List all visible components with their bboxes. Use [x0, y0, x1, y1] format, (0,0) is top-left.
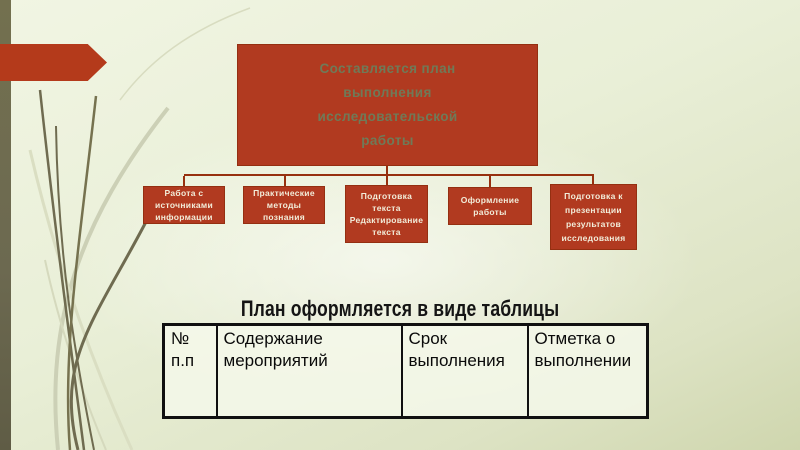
connector-drop-4: [489, 176, 491, 187]
plan-table-header-term: Срок выполнения: [400, 323, 529, 419]
table-section-title-wrap: План оформляется в виде таблицы: [0, 296, 800, 322]
connector-drop-2: [284, 176, 286, 186]
flowchart-child-box-4: Оформление работы: [448, 187, 532, 225]
flowchart-child-box-3: Подготовка текста Редактирование текста: [345, 185, 428, 243]
flowchart-child-box-1: Работа с источниками информации: [143, 186, 225, 224]
table-section-title: План оформляется в виде таблицы: [240, 296, 560, 321]
connector-root-stub: [386, 165, 388, 175]
flowchart-child-box-5: Подготовка к презентации результатов исс…: [550, 184, 637, 250]
flowchart-root-label: Составляется план выполнения исследовате…: [317, 61, 458, 148]
flowchart-child-label-3: Подготовка текста Редактирование текста: [349, 191, 424, 237]
plan-table-header-row: № п.п Содержание мероприятий Срок выполн…: [162, 323, 649, 419]
flowchart-child-label-1: Работа с источниками информации: [154, 188, 214, 222]
flowchart-root-box: Составляется план выполнения исследовате…: [237, 44, 538, 166]
flowchart-child-label-5: Подготовка к презентации результатов исс…: [561, 191, 626, 243]
arrow-banner-decoration: [0, 44, 107, 81]
flowchart-child-label-4: Оформление работы: [460, 195, 520, 217]
plan-table-header-mark: Отметка о выполнении: [526, 323, 649, 419]
left-edge-bar: [0, 0, 11, 450]
flowchart-child-label-2: Практические методы познания: [253, 188, 315, 222]
flowchart-child-box-2: Практические методы познания: [243, 186, 325, 224]
plan-table-header-content: Содержание мероприятий: [215, 323, 403, 419]
connector-horizontal: [184, 174, 594, 176]
plan-table-header-number: № п.п: [162, 323, 218, 419]
plan-table: № п.п Содержание мероприятий Срок выполн…: [162, 323, 649, 419]
connector-drop-3: [386, 176, 388, 186]
grass-decoration: [28, 7, 251, 450]
connector-drop-1: [183, 176, 185, 186]
connector-drop-5: [592, 176, 594, 185]
